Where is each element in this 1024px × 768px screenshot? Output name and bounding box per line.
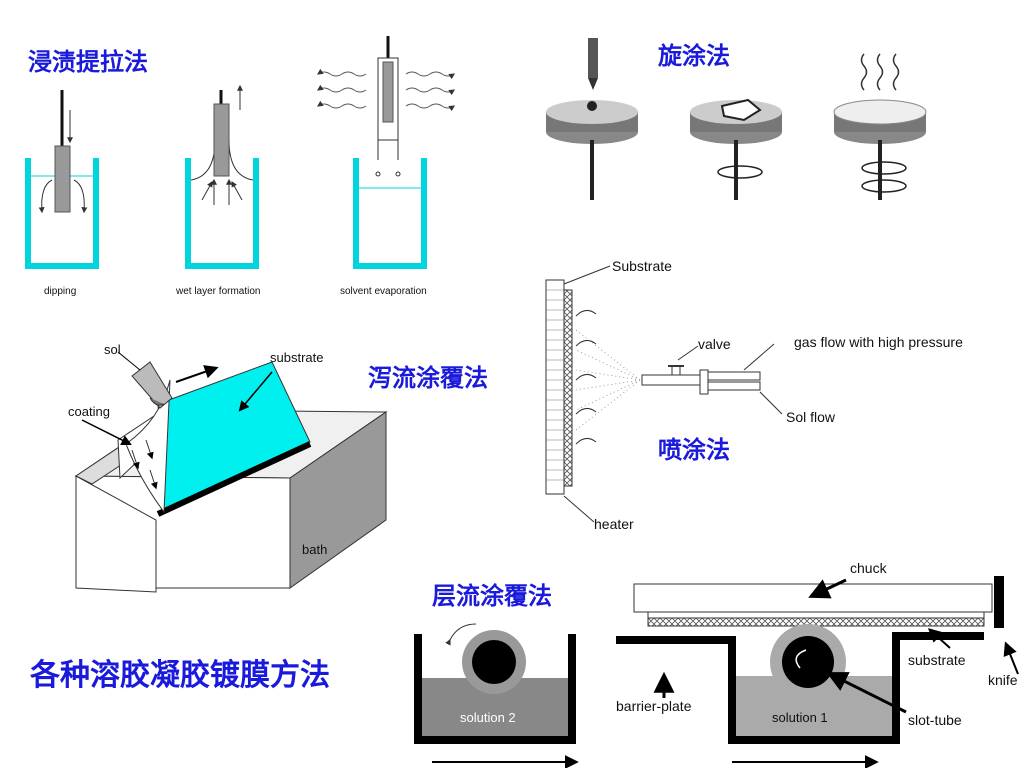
laminar-solution1-label: solution 1 (772, 710, 828, 725)
dip-coating-title: 浸渍提拉法 (28, 47, 148, 76)
laminar-flow-coating-title: 层流涂覆法 (432, 581, 552, 610)
spin-coating-title: 旋涂法 (658, 41, 730, 70)
spray-substrate-label: Substrate (612, 258, 672, 274)
flow-bath-label: bath (302, 542, 328, 557)
dip-step-evaporation-label: solvent evaporation (340, 286, 427, 297)
spray-gas-flow-label: gas flow with high pressure (794, 334, 963, 350)
laminar-barrier-plate-label: barrier-plate (616, 698, 692, 714)
flow-substrate-label: substrate (270, 350, 324, 365)
main-title: 各种溶胶凝胶镀膜方法 (30, 658, 330, 693)
spray-sol-flow-label: Sol flow (786, 409, 836, 425)
spin-coating-diagram (546, 38, 927, 200)
evaporation-beaker (317, 36, 455, 269)
laminar-knife-label: knife (988, 672, 1018, 688)
spray-heater-label: heater (594, 516, 634, 532)
laminar-solution2-label: solution 2 (460, 710, 516, 725)
flow-coating-title: 泻流涂覆法 (368, 363, 488, 392)
flow-coating-label: coating (68, 404, 110, 419)
spray-coating-diagram (545, 265, 783, 523)
flow-coating-diagram (74, 351, 388, 593)
wet-layer-beaker (185, 84, 259, 269)
spray-valve-label: valve (698, 336, 731, 352)
dip-step-dipping-label: dipping (44, 286, 77, 297)
dipping-beaker (25, 90, 99, 269)
laminar-slot-tube-label: slot-tube (908, 712, 962, 728)
spray-coating-title: 喷涂法 (658, 435, 730, 464)
laminar-chuck-label: chuck (850, 560, 887, 576)
flow-sol-label: sol (104, 342, 121, 357)
dip-step-wet-layer-label: wet layer formation (176, 286, 261, 297)
laminar-substrate-label: substrate (908, 652, 966, 668)
